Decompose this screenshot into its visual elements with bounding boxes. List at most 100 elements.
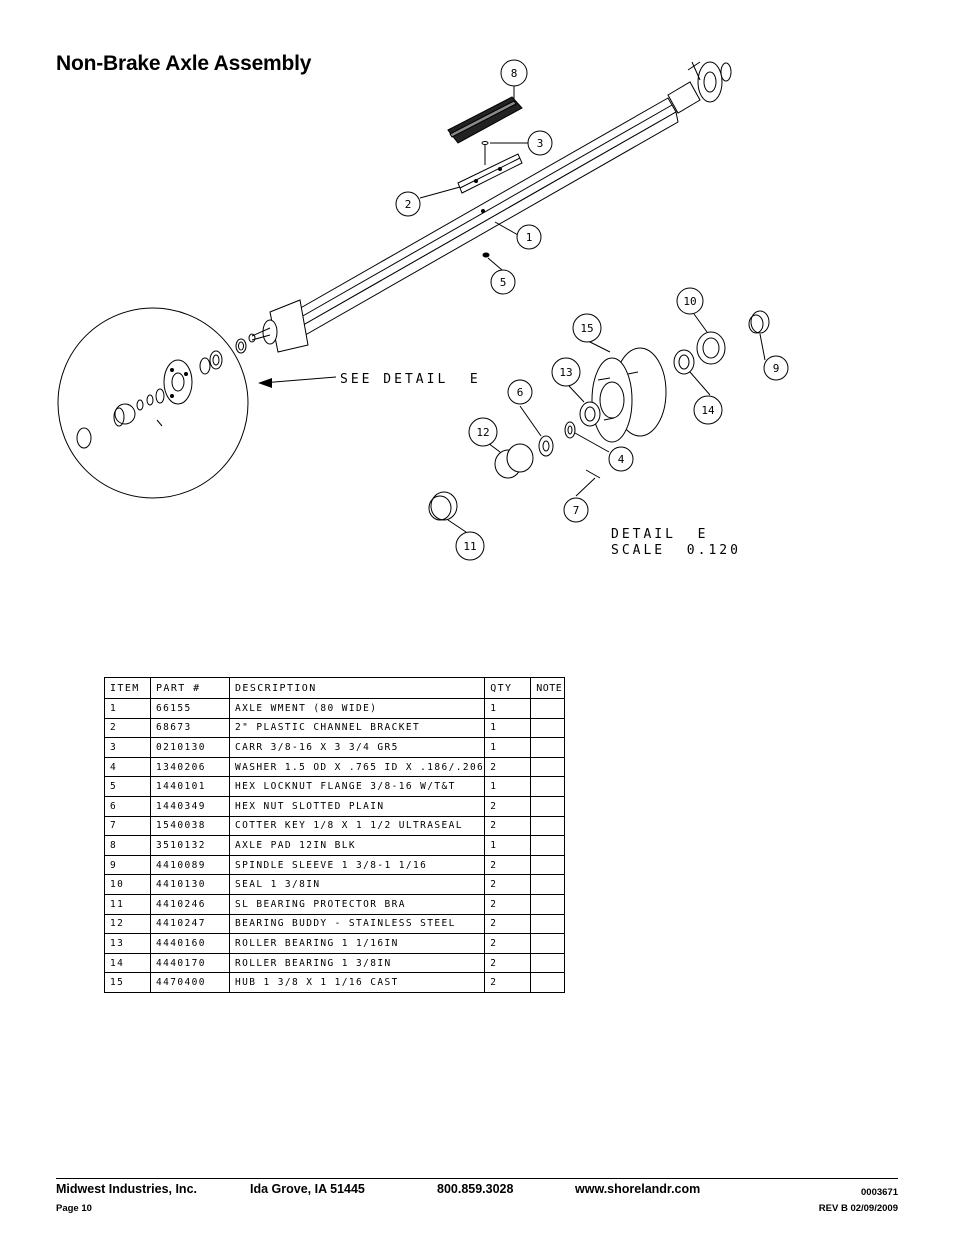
cell-part: 4440170 xyxy=(150,952,230,974)
cell-part: 4410130 xyxy=(150,874,230,895)
footer-revision: REV B 02/09/2009 xyxy=(818,1203,898,1214)
cell-item: 14 xyxy=(104,952,151,974)
footer-website[interactable]: www.shorelandr.com xyxy=(575,1182,701,1196)
cell-description: CARR 3/8-16 X 3 3/4 GR5 xyxy=(228,737,486,758)
svg-text:5: 5 xyxy=(500,276,507,289)
cell-qty: 1 xyxy=(484,835,532,856)
balloon-12: 12 xyxy=(468,417,498,447)
cell-description: AXLE PAD 12IN BLK xyxy=(228,835,486,856)
cell-item: 10 xyxy=(104,874,151,895)
cell-part: 68673 xyxy=(150,717,230,739)
right-spindle xyxy=(667,61,732,114)
balloon-1: 1 xyxy=(516,224,542,250)
balloon-2: 2 xyxy=(395,191,421,217)
cell-part: 4440160 xyxy=(150,933,230,954)
cell-item: 12 xyxy=(104,913,151,935)
cell-item: 7 xyxy=(104,815,151,837)
cell-note xyxy=(530,874,566,895)
cell-qty: 2 xyxy=(484,972,532,993)
cell-item: 6 xyxy=(104,795,151,817)
balloon-6: 6 xyxy=(507,379,533,405)
cell-qty: 1 xyxy=(484,737,532,758)
leader-lines xyxy=(419,86,766,533)
detail-magnified-circle xyxy=(57,307,249,499)
cell-qty: 2 xyxy=(484,874,532,895)
cell-qty: 2 xyxy=(484,795,532,817)
balloon-10: 10 xyxy=(676,287,704,315)
see-detail-label: SEE DETAIL E xyxy=(340,372,481,387)
page-title: Non-Brake Axle Assembly xyxy=(56,52,312,75)
svg-text:14: 14 xyxy=(701,404,715,417)
cell-qty: 2 xyxy=(484,933,532,954)
cell-qty: 2 xyxy=(484,893,532,915)
header-part-number: PART # xyxy=(150,677,230,699)
cell-note xyxy=(530,776,566,797)
cell-item: 4 xyxy=(104,756,151,778)
cell-item: 9 xyxy=(104,854,151,876)
cell-note xyxy=(530,854,566,876)
cell-qty: 2 xyxy=(484,854,532,876)
cell-item: 15 xyxy=(104,972,151,993)
svg-text:2: 2 xyxy=(405,198,412,211)
footer-doc-number: 0003671 xyxy=(861,1187,898,1198)
cell-qty: 1 xyxy=(484,776,532,797)
balloon-13: 13 xyxy=(551,357,581,387)
balloon-4: 4 xyxy=(608,446,634,472)
cell-note xyxy=(530,717,566,739)
cell-qty: 2 xyxy=(484,913,532,935)
cell-part: 66155 xyxy=(150,698,230,719)
cell-note xyxy=(530,795,566,817)
cell-note xyxy=(530,913,566,935)
balloon-3: 3 xyxy=(527,130,553,156)
svg-text:8: 8 xyxy=(511,67,518,80)
cell-part: 1540038 xyxy=(150,815,230,837)
header-description: DESCRIPTION xyxy=(228,677,486,699)
cell-item: 13 xyxy=(104,933,151,954)
svg-text:4: 4 xyxy=(618,453,625,466)
cell-note xyxy=(530,835,566,856)
balloon-11: 11 xyxy=(455,531,485,561)
locknut-part xyxy=(482,252,490,258)
balloon-7: 7 xyxy=(563,497,589,523)
cell-note xyxy=(530,933,566,954)
cell-note xyxy=(530,698,566,719)
cell-part: 4410089 xyxy=(150,854,230,876)
cell-note xyxy=(530,972,566,993)
cell-qty: 2 xyxy=(484,952,532,974)
left-spindle xyxy=(235,299,309,354)
cell-description: ROLLER BEARING 1 3/8IN xyxy=(228,952,486,974)
cell-note xyxy=(530,893,566,915)
cell-description: HEX LOCKNUT FLANGE 3/8-16 W/T&T xyxy=(228,776,486,797)
header-qty: QTY xyxy=(484,677,532,699)
cell-item: 1 xyxy=(104,698,151,719)
cell-item: 3 xyxy=(104,737,151,758)
axle-beam xyxy=(282,97,679,343)
cell-qty: 2 xyxy=(484,815,532,837)
cell-description: SPINDLE SLEEVE 1 3/8-1 1/16 xyxy=(228,854,486,876)
cell-note xyxy=(530,815,566,837)
cell-item: 2 xyxy=(104,717,151,739)
cell-description: BEARING BUDDY - STAINLESS STEEL xyxy=(228,913,486,935)
cell-qty: 1 xyxy=(484,698,532,719)
cell-description: 2" PLASTIC CHANNEL BRACKET xyxy=(228,717,486,739)
carriage-bolt-part xyxy=(481,141,489,165)
footer-divider xyxy=(56,1178,898,1179)
cell-item: 8 xyxy=(104,835,151,856)
detail-title: DETAIL E xyxy=(611,527,708,542)
cell-note xyxy=(530,756,566,778)
cell-part: 4410246 xyxy=(150,893,230,915)
cell-description: HEX NUT SLOTTED PLAIN xyxy=(228,795,486,817)
footer-city: Ida Grove, IA 51445 xyxy=(250,1182,365,1196)
cell-part: 3510132 xyxy=(150,835,230,856)
cell-item: 5 xyxy=(104,776,151,797)
